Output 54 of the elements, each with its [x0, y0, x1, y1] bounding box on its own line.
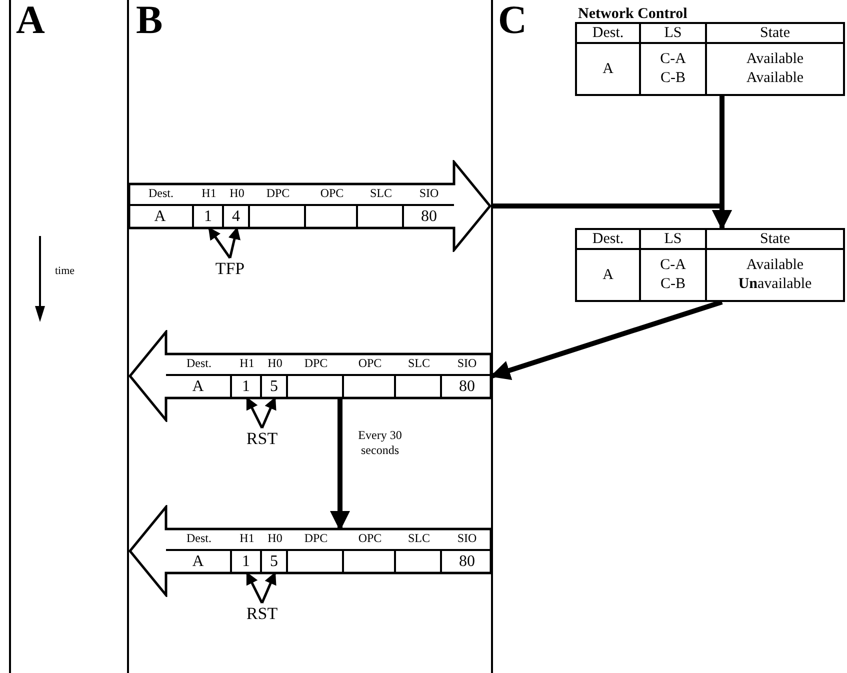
field-cell: A [166, 549, 232, 573]
field-cell: 1 [232, 549, 262, 573]
field-label: DPC [266, 187, 290, 199]
header-cell: Dest. [577, 24, 641, 44]
field-label: H0 [268, 532, 282, 544]
column-letter: C [498, 0, 527, 42]
message-name: RST [246, 603, 278, 624]
message-name: TFP [215, 258, 245, 280]
field-cell: 1 [232, 374, 262, 398]
field-label: H0 [268, 357, 282, 369]
header-cell: Dest. [577, 230, 641, 250]
table-cell: C-A C-B [641, 44, 707, 94]
field-cell: 80 [442, 374, 492, 398]
field-label: OPC [358, 532, 382, 544]
table-cell: C-A C-B [641, 250, 707, 300]
header-cell: State [707, 230, 843, 250]
arrow [490, 300, 723, 380]
field-label: SIO [457, 532, 477, 544]
field-label: H1 [202, 187, 216, 199]
field-label: Dest. [148, 187, 174, 199]
column-letter: B [136, 0, 163, 42]
field-label: OPC [358, 357, 382, 369]
section-heading: Network Control [578, 6, 688, 22]
field-cell: 1 [194, 204, 224, 228]
field-label: SIO [419, 187, 439, 199]
field-label: H1 [240, 532, 254, 544]
column-letter: A [16, 0, 45, 42]
field-label: H0 [230, 187, 244, 199]
field-label: SIO [457, 357, 477, 369]
table-cell-text: Available Unavailable [737, 256, 813, 294]
table-cell: A [577, 250, 641, 300]
table-cell-text: Available Available [745, 50, 805, 88]
field-cell: 4 [224, 204, 250, 228]
field-cell: 5 [262, 374, 288, 398]
axis-label: time [55, 265, 75, 277]
field-label: Dest. [186, 532, 212, 544]
table-cell: A [577, 44, 641, 94]
field-label: SLC [408, 532, 430, 544]
field-cell: 80 [404, 204, 454, 228]
field-cell: A [166, 374, 232, 398]
header-cell: State [707, 24, 843, 44]
field-cell: 5 [262, 549, 288, 573]
field-label: SLC [408, 357, 430, 369]
field-label: OPC [320, 187, 344, 199]
field-cell: A [128, 204, 194, 228]
field-label: H1 [240, 357, 254, 369]
field-label: DPC [304, 532, 328, 544]
field-label: Dest. [186, 357, 212, 369]
message-name: RST [246, 428, 278, 450]
header-cell: LS [641, 230, 707, 250]
field-label: SLC [370, 187, 392, 199]
header-cell: LS [641, 24, 707, 44]
field-label: DPC [304, 357, 328, 369]
field-cell: 80 [442, 549, 492, 573]
